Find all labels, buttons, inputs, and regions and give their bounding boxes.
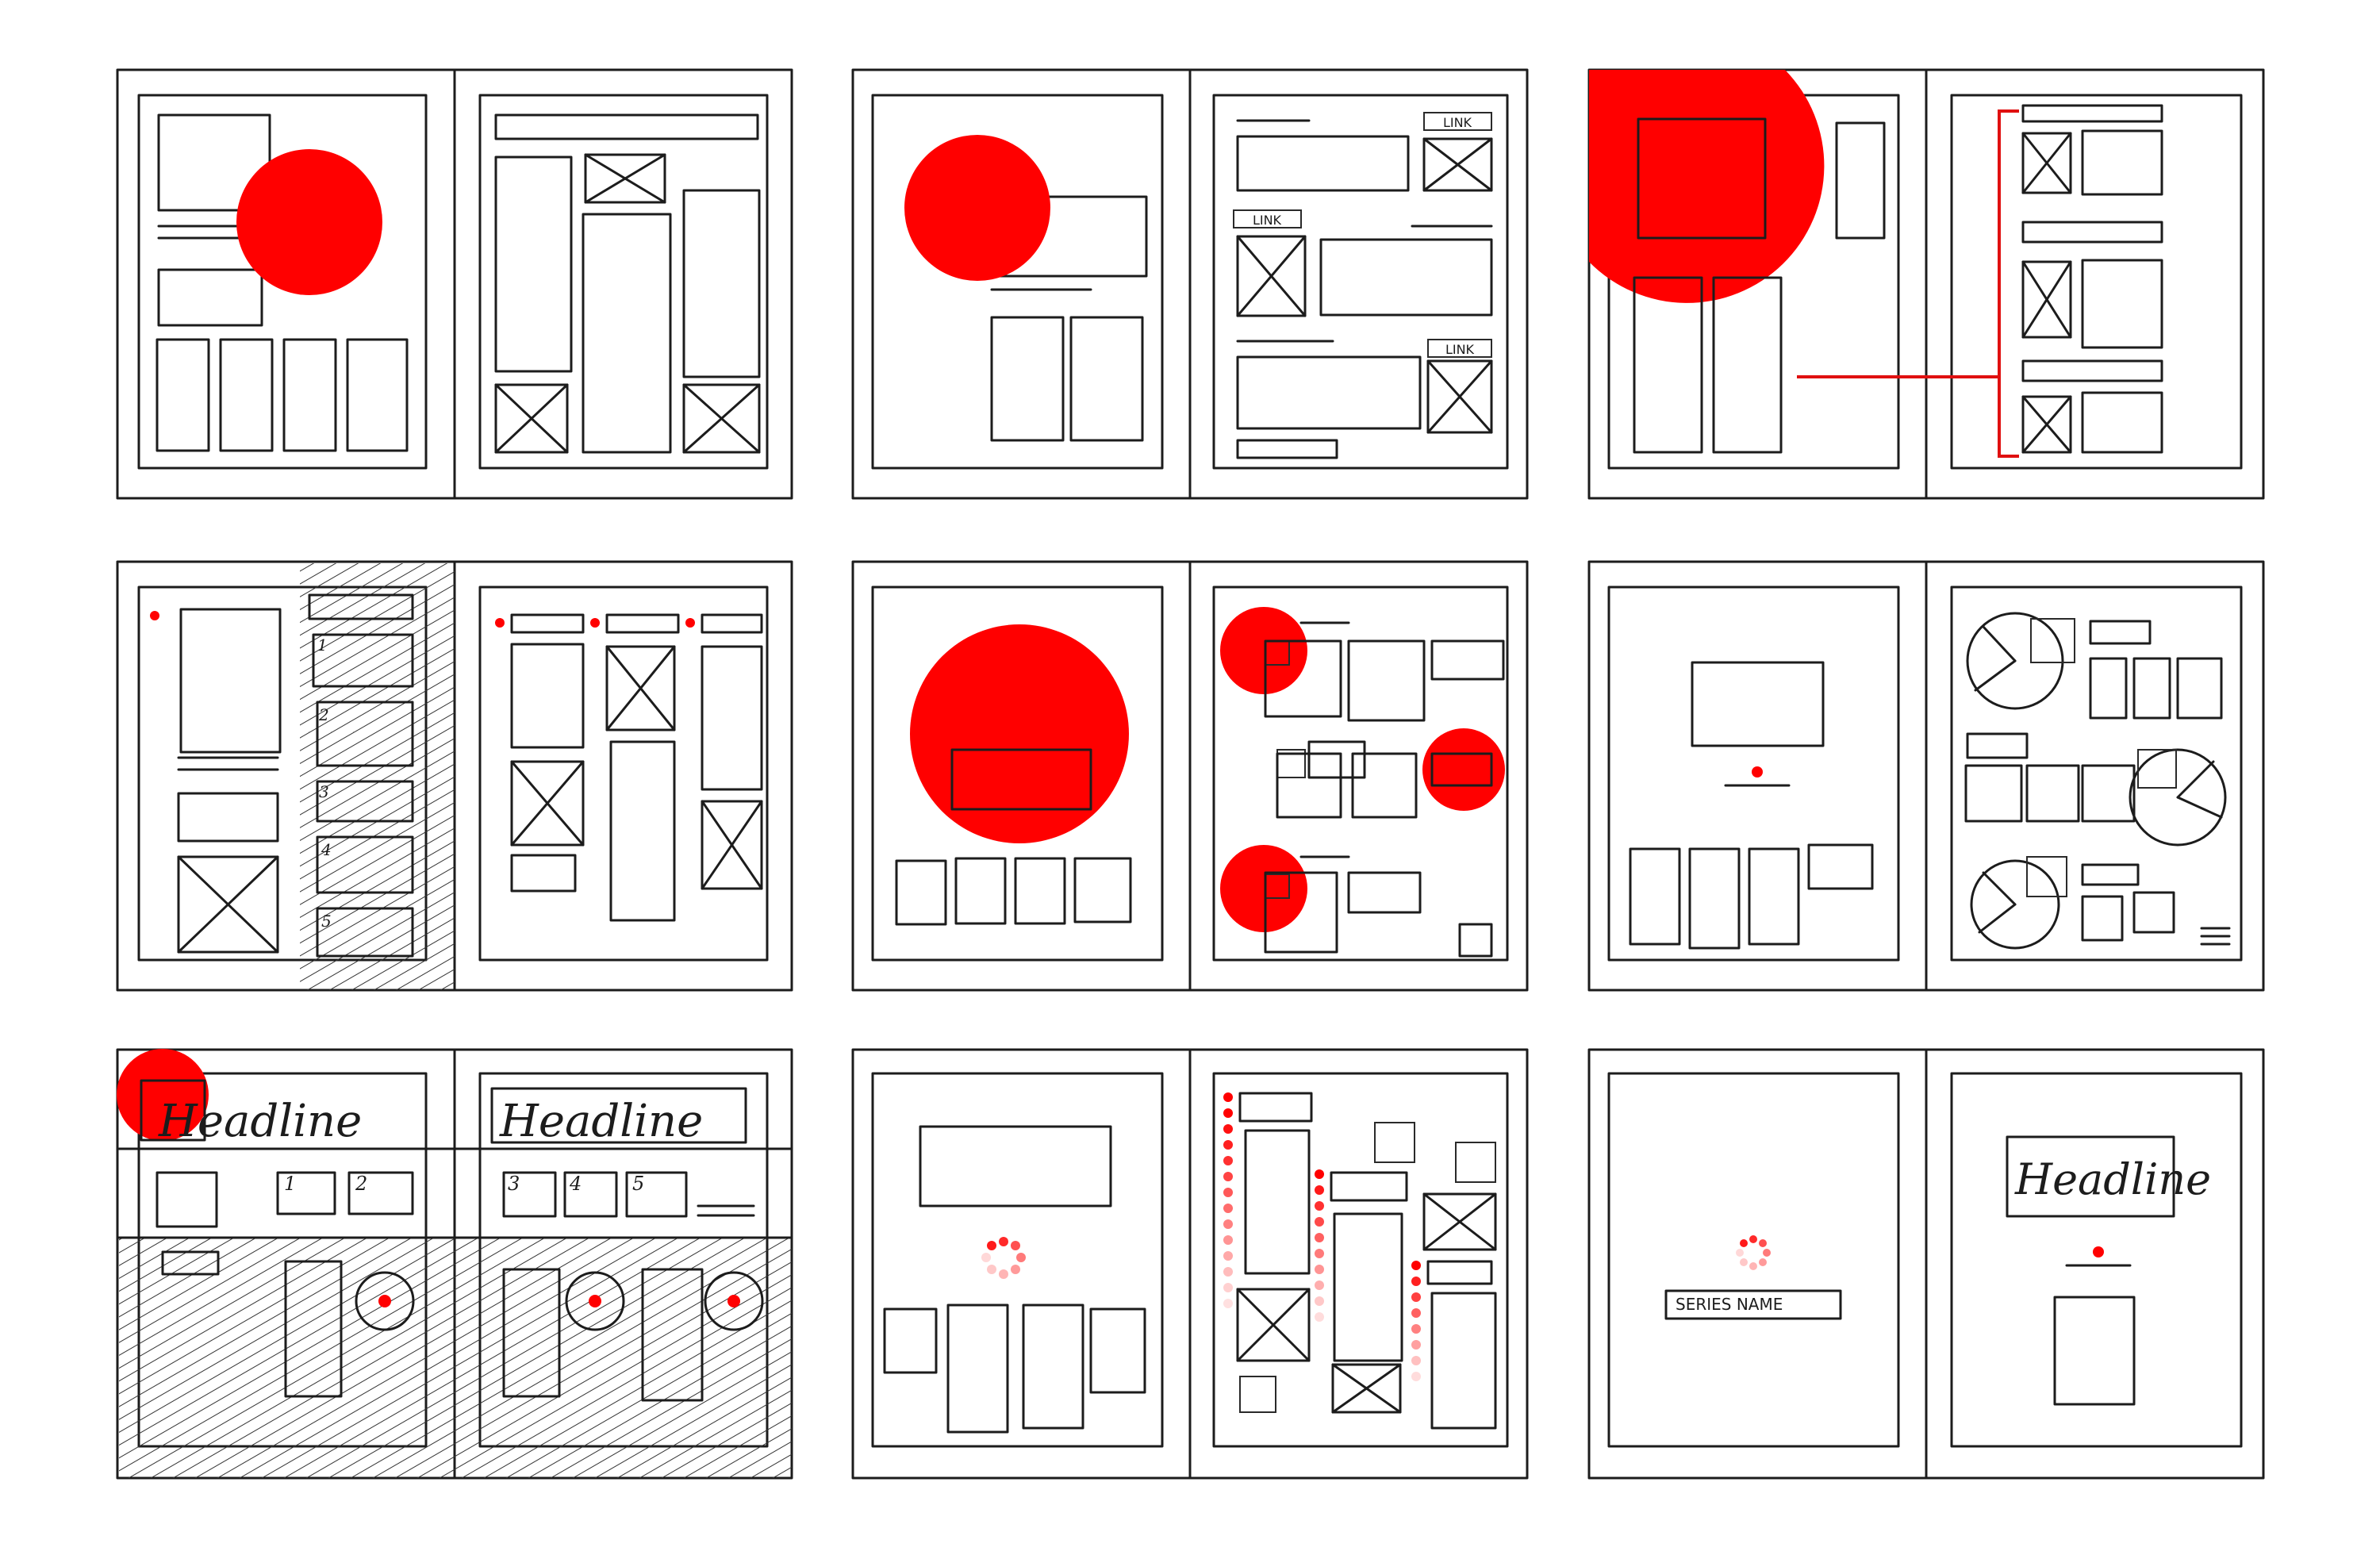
number-label: 1 <box>284 1173 296 1195</box>
headline-text: Headline <box>158 1096 362 1147</box>
number-label: 4 <box>569 1173 582 1195</box>
hatched-area <box>119 1238 792 1478</box>
number-label: 4 <box>321 840 332 859</box>
number-label: 5 <box>321 912 332 931</box>
spread-5 <box>851 560 1529 992</box>
loading-spinner <box>1736 1235 1771 1270</box>
dot-column <box>1223 1092 1421 1381</box>
spread-4: 1 2 3 4 5 <box>116 560 793 992</box>
link-label[interactable]: LINK <box>1445 342 1475 357</box>
spread-8 <box>851 1048 1529 1480</box>
number-label: 2 <box>318 705 329 724</box>
link-label[interactable]: LINK <box>1443 115 1472 130</box>
spread-6 <box>1587 560 2265 992</box>
red-focus-circle <box>236 149 382 295</box>
number-label: 1 <box>317 635 328 655</box>
number-label: 5 <box>632 1173 644 1195</box>
number-label: 2 <box>355 1173 367 1195</box>
headline-text: Headline <box>499 1096 703 1147</box>
spread-9: SERIES NAME Headline <box>1587 1048 2265 1480</box>
headline-text: Headline <box>2014 1154 2211 1204</box>
red-focus-circle <box>904 135 1050 281</box>
number-label: 3 <box>319 782 329 801</box>
red-focus-circle <box>1589 70 1825 303</box>
spread-1 <box>116 68 793 500</box>
red-focus-circle <box>910 624 1129 843</box>
number-label: 3 <box>508 1173 520 1195</box>
link-label[interactable]: LINK <box>1253 213 1282 228</box>
series-name-label: SERIES NAME <box>1676 1295 1783 1314</box>
spread-3 <box>1587 68 2265 500</box>
spread-7: Headline Headline 1 2 3 4 5 <box>116 1048 793 1480</box>
loading-spinner <box>981 1237 1026 1279</box>
spread-2: LINK LINK LINK <box>851 68 1529 500</box>
